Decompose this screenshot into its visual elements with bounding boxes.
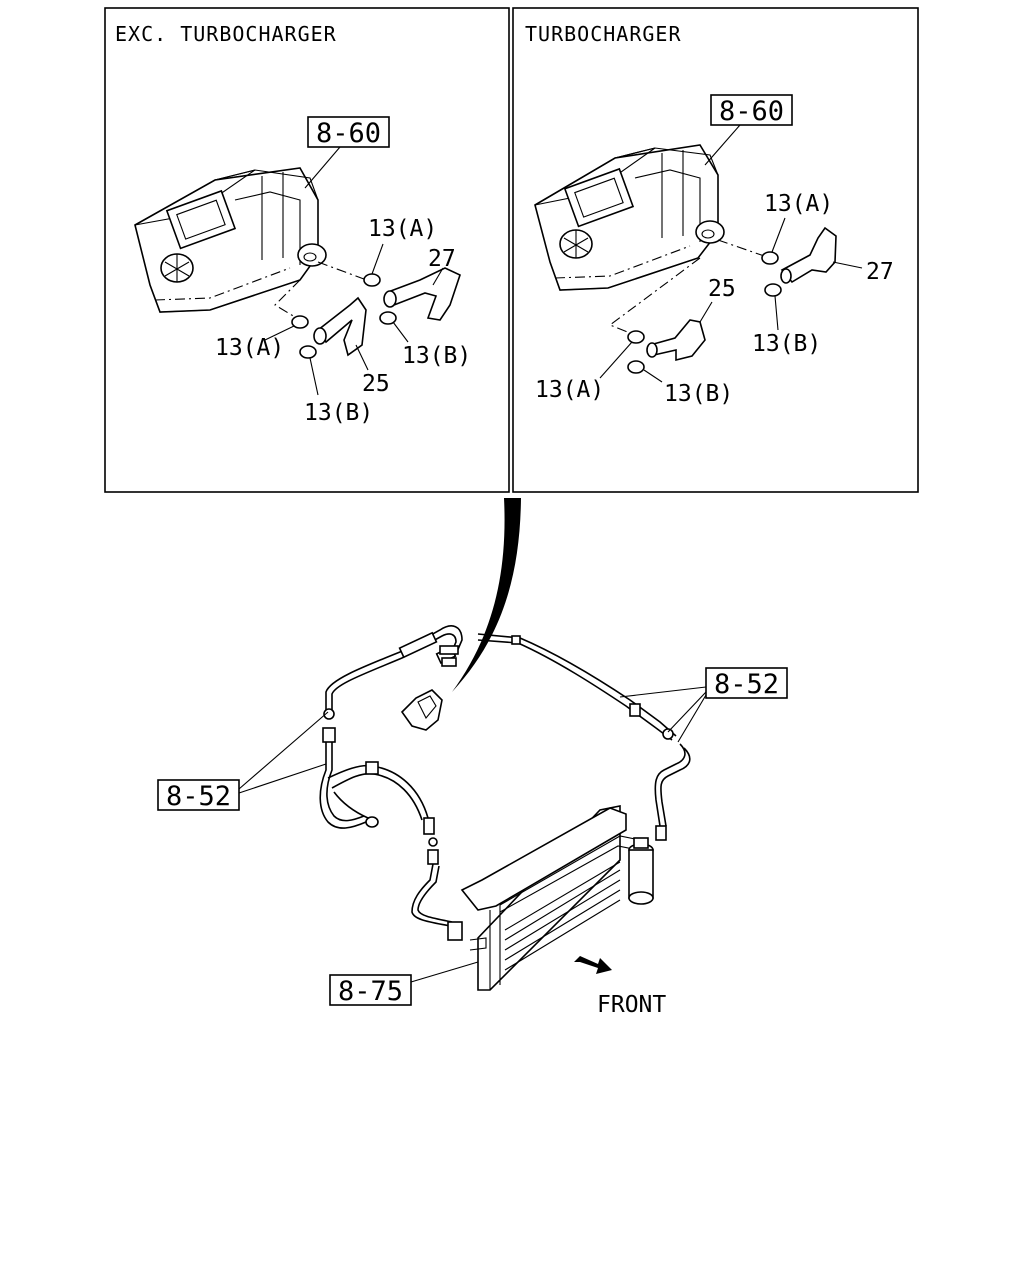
left-label-25: 25 [362,371,390,397]
left-label-27: 27 [428,246,456,272]
right-label-13b-bottom: 13(B) [664,381,733,407]
left-clamp-b-right [379,311,409,343]
right-clamp-a-top [761,217,786,265]
left-heater-unit [134,167,327,313]
right-panel-title: TURBOCHARGER [525,22,682,46]
condenser-unit [460,805,654,991]
ref-box-8-52-right [705,667,788,699]
left-hose-25 [313,296,369,371]
right-clamp-a-left [599,330,645,379]
right-hose-27 [780,226,863,284]
right-hose-25 [646,301,713,362]
right-clamp-b-right [764,283,782,331]
left-clamp-a-top [363,243,384,287]
callout-sweep [452,498,521,692]
right-ref-box-8-60 [710,94,793,126]
right-label-27: 27 [866,259,894,285]
ref-8-52-right: 8-52 [714,669,779,700]
left-label-13a-left: 13(A) [215,335,284,361]
ac-pipe-assembly [319,625,691,941]
left-label-13b-bottom: 13(B) [304,400,373,426]
right-label-25: 25 [708,276,736,302]
right-label-13a-top: 13(A) [764,191,833,217]
left-clamp-a-left [264,315,309,341]
right-ref-8-60: 8-60 [719,96,784,127]
ref-box-8-52-left [157,779,240,811]
left-panel-frame [104,7,510,493]
right-clamp-b-bottom [627,360,663,383]
front-label: FRONT [597,992,666,1018]
right-heater-unit [534,144,725,291]
ref-8-75: 8-75 [338,976,403,1007]
ref-box-8-75 [329,974,412,1006]
left-label-13a-top: 13(A) [368,216,437,242]
left-label-13b-right: 13(B) [402,343,471,369]
left-clamp-b-bottom [299,345,319,396]
left-panel-title: EXC. TURBOCHARGER [115,22,337,46]
right-label-13a-left: 13(A) [535,377,604,403]
right-panel-frame [512,7,919,493]
left-hose-27 [383,267,461,321]
left-ref-box-8-60 [307,116,390,148]
left-ref-8-60: 8-60 [316,118,381,149]
ref-8-52-left: 8-52 [166,781,231,812]
right-label-13b-right: 13(B) [752,331,821,357]
front-arrow-icon [574,956,612,974]
